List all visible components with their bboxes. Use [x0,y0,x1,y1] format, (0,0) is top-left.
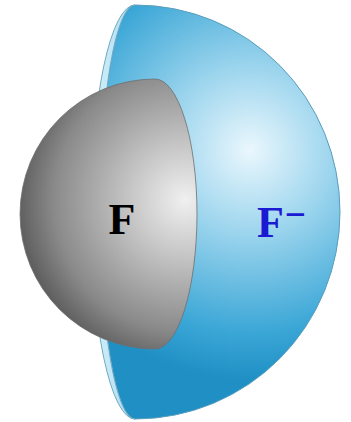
shell-region: F⁻ F [20,5,342,420]
core-region: F [20,84,200,354]
node-label: F [109,198,136,242]
inner-core [20,79,197,349]
node-label: F⁻ [257,201,307,245]
